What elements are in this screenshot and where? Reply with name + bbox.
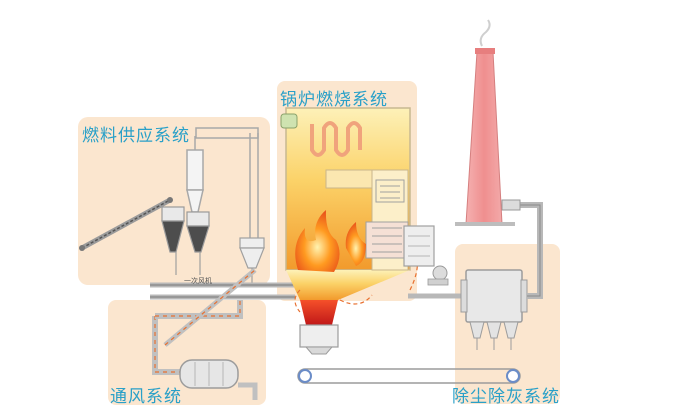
ventilation-ducts — [152, 268, 258, 400]
economizer-coils — [365, 179, 409, 259]
label-boiler-combustion-system: 锅炉燃烧系统 — [280, 90, 388, 110]
air-preheater — [403, 225, 435, 267]
combustion-flame — [295, 210, 366, 272]
cyclone-separator — [186, 127, 259, 240]
label-dust-ash-removal-system: 除尘除灰系统 — [452, 387, 560, 407]
label-ventilation-system: 通风系统 — [110, 387, 182, 407]
label-fan-tag: 一次风机 — [184, 277, 212, 285]
ball-mill — [179, 359, 239, 389]
zone-fuel-supply — [78, 117, 270, 285]
electrostatic-precipitator — [460, 269, 528, 350]
superheater-coil — [310, 121, 362, 157]
chimney — [455, 19, 515, 226]
steam-drum — [280, 113, 298, 129]
fuel-conveyor — [79, 197, 173, 251]
ash-conveyor — [297, 368, 521, 384]
label-fuel-supply-system: 燃料供应系统 — [82, 126, 190, 146]
coal-mill-feeder — [175, 237, 265, 285]
induced-draft-fan — [427, 265, 449, 286]
